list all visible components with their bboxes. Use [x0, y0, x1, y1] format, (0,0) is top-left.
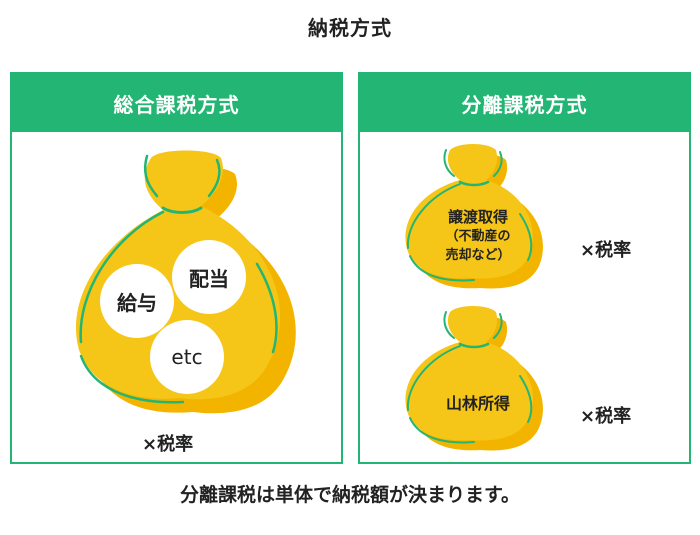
- item-dividend-label: 配当: [189, 266, 229, 291]
- footer-note: 分離課税は単体で納税額が決まります。: [179, 484, 521, 506]
- item-salary-label: 給与: [117, 290, 157, 315]
- forest-income-bag-icon: [405, 306, 543, 451]
- item-circle-etc: etc: [150, 320, 224, 394]
- transfer-income-line1: 譲渡取得: [447, 208, 508, 226]
- page-title: 納税方式: [308, 16, 392, 40]
- item-etc-label: etc: [171, 345, 203, 369]
- separate-tax-header: 分離課税方式: [360, 74, 689, 132]
- comprehensive-tax-panel: 総合課税方式 給与 配当 etc ×税率: [10, 72, 343, 464]
- transfer-income-bag-icon: [405, 144, 543, 289]
- comprehensive-tax-header: 総合課税方式: [12, 74, 341, 132]
- forest-income-label: 山林所得: [445, 394, 510, 413]
- forest-rate-label: ×税率: [580, 406, 632, 427]
- transfer-income-label: 譲渡取得 （不動産の 売却など）: [426, 208, 530, 265]
- separate-tax-panel: 分離課税方式 譲渡取得 （不動産の 売却など） ×税率 山林所得 ×税率: [358, 72, 691, 464]
- transfer-income-line3: 売却など）: [445, 248, 511, 263]
- item-circle-salary: 給与: [100, 264, 174, 338]
- item-circle-dividend: 配当: [172, 240, 246, 314]
- comprehensive-rate-label: ×税率: [142, 434, 194, 455]
- transfer-income-line2: （不動産の: [445, 229, 511, 244]
- transfer-rate-label: ×税率: [580, 240, 632, 261]
